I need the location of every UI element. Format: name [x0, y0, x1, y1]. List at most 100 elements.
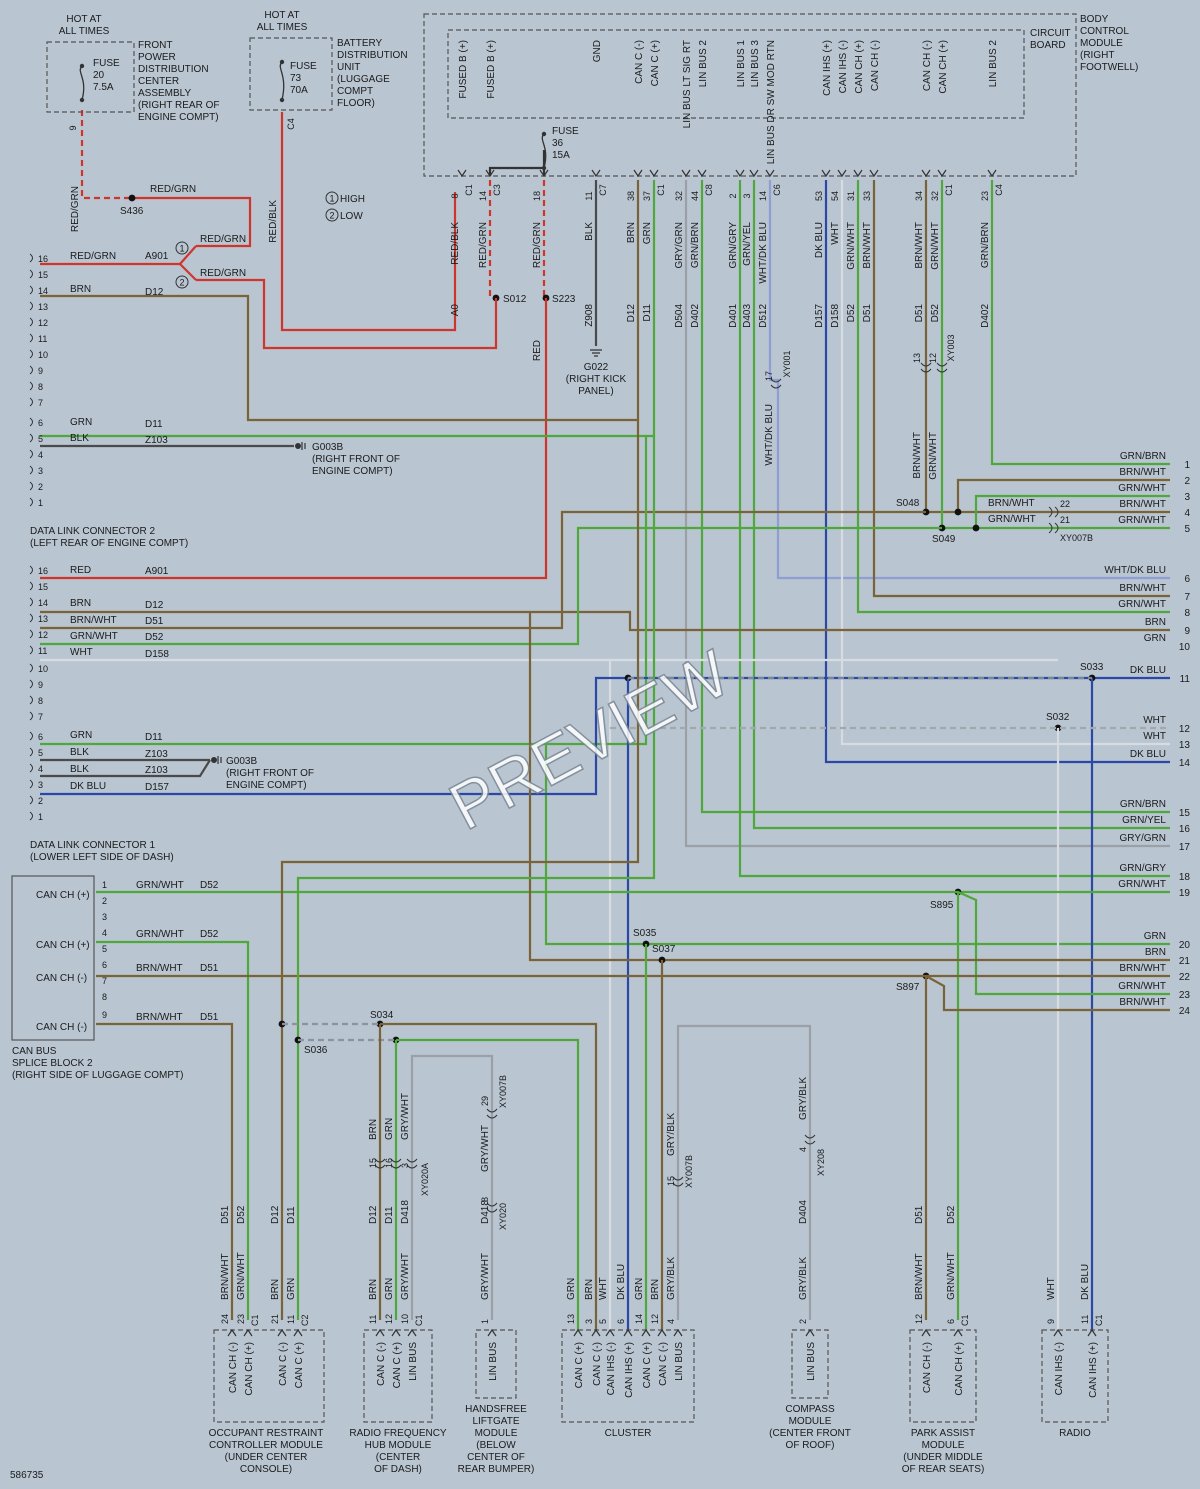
wire-brn-cluster3 [380, 1022, 598, 1330]
wire-grn-cluster13 [396, 1038, 580, 1330]
fuse-73-label: FUSE [290, 61, 317, 72]
circuit-id: Z103 [145, 749, 168, 760]
wire-color-label: BRN/WHT [70, 615, 117, 626]
pin-number: 8 [480, 1197, 490, 1202]
circuit-id: D52 [200, 929, 219, 940]
module-connector-id: C1 [250, 1314, 260, 1326]
wire-color-label: WHT/DK BLU [764, 404, 775, 466]
module-pin-label: CAN C (+) [392, 1342, 403, 1388]
pin-number: 16 [384, 1158, 394, 1168]
connector-pin-icon [29, 285, 33, 295]
module-pin-label: CAN IHS (-) [606, 1342, 617, 1395]
ref-wire-color: BRN/WHT [1119, 997, 1166, 1008]
wire-color-label: GRY/WHT [400, 1093, 411, 1140]
splice-block-label: CAN CH (-) [36, 973, 87, 984]
handsfree-liftgate-module-title: CENTER OF [467, 1452, 525, 1463]
bcm-pin-number: 18 [532, 191, 542, 201]
ref-number: 14 [1179, 758, 1191, 769]
bcm-wire-color: BRN/WHT [862, 222, 873, 269]
splice-block-title: (RIGHT SIDE OF LUGGAGE COMPT) [12, 1070, 184, 1081]
wire-grn-yel-d403 [752, 180, 1170, 830]
pin-arrow-icon [681, 169, 691, 178]
ref-wire-color: WHT [1143, 715, 1166, 726]
pin-number: 15 [666, 1176, 676, 1186]
fuse-73-label: 73 [290, 73, 302, 84]
wire-dlc2-select-2 [179, 263, 197, 281]
wire-dlc1-6 [40, 742, 1170, 946]
dlc2-pin-number: 16 [38, 254, 48, 264]
connector-pin-icon [29, 269, 33, 279]
wire-brn-orc [280, 420, 640, 1320]
pin-number: 15 [368, 1158, 378, 1168]
circuit-id: D157 [145, 782, 169, 793]
wire-color-label: WHT [70, 647, 93, 658]
fpdc-label: POWER [138, 52, 176, 63]
connector-pin-icon [29, 433, 33, 443]
bcm-pin-number: 2 [728, 193, 738, 198]
handsfree-liftgate-module-title: HANDSFREE [465, 1404, 527, 1415]
connector-pin-icon [29, 301, 33, 311]
module-pin-number: 12 [384, 1314, 394, 1324]
wire-d11-link [546, 436, 648, 746]
front-power-distribution-center-box [46, 41, 135, 113]
wire-color-label: RED [70, 565, 91, 576]
wire-dlc1-13 [40, 510, 926, 630]
handsfree-liftgate-module-title: (BELOW [476, 1440, 516, 1451]
wire-dlc2-select-1 [179, 245, 197, 265]
wire-red-grn-s012 [196, 278, 498, 350]
fuse-terminal-icon [541, 131, 547, 137]
dlc1-pin-number: 13 [38, 614, 48, 624]
ref-number: 11 [1180, 674, 1191, 685]
ref-number: 17 [1179, 842, 1191, 853]
connector-pin-icon [29, 811, 33, 821]
s436-label: S436 [120, 206, 144, 217]
bcm-pin-number: 44 [690, 191, 700, 201]
ref-wire-color: GRN [1144, 931, 1166, 942]
fuse-36-label: FUSE [552, 126, 579, 137]
g022-label: (RIGHT KICK [566, 374, 627, 385]
xy020-connector-icon [486, 1202, 498, 1213]
fuse-20-label: FUSE [93, 58, 120, 69]
connector-id: C4 [286, 118, 296, 130]
connector-pin-icon [29, 333, 33, 343]
radio-frequency-hub-module [363, 1329, 433, 1423]
ref-number: 21 [1179, 956, 1191, 967]
ref-wire-color: GRN/WHT [1118, 515, 1166, 526]
connector-pin-icon [29, 365, 33, 375]
fpdc-label: (RIGHT REAR OF [138, 100, 219, 111]
bcm-connector-id: C4 [994, 184, 1004, 196]
pin-arrow-icon [853, 169, 863, 178]
splice-block-label: CAN CH (-) [36, 1022, 87, 1033]
module-pin-label: CAN IHS (-) [1054, 1342, 1065, 1395]
fuse-36-label: 36 [552, 138, 564, 149]
bcm-pin-label: LIN BUS 3 [750, 40, 761, 88]
fpdc-label: DISTRIBUTION [138, 64, 209, 75]
module-pin-label: CAN CH (+) [244, 1342, 255, 1396]
module-pin-label: CAN IHS (+) [624, 1342, 635, 1398]
ref-number: 12 [1179, 724, 1191, 735]
bcm-pin-label: CAN CH (-) [870, 40, 881, 91]
bcm-connector-id: C6 [772, 184, 782, 196]
g003b-label: ENGINE COMPT) [312, 466, 393, 477]
dlc2-pin-number: 6 [38, 418, 43, 428]
bcm-circuit-id: Z908 [584, 304, 595, 327]
ref-number: 2 [1184, 476, 1190, 487]
module-pin-label: CAN C (-) [592, 1342, 603, 1386]
pin-number: 13 [912, 353, 922, 363]
splice-block-pin: 8 [102, 992, 107, 1002]
dlc2-pin-number: 13 [38, 302, 48, 312]
pin-arrow-icon [457, 169, 467, 178]
ref-number: 24 [1179, 1006, 1191, 1017]
g022-ground-icon [590, 349, 602, 357]
dlc2-pin-number: 12 [38, 318, 48, 328]
ref-wire-color: GRN/WHT [1118, 599, 1166, 610]
pin-number: 21 [1060, 515, 1070, 525]
circuit-id: D11 [145, 419, 163, 430]
module-connector-id: C2 [300, 1314, 310, 1326]
module-pin-number: 6 [616, 1319, 626, 1324]
body-control-module-box [423, 13, 1077, 177]
module-circuit-id: D51 [220, 1205, 231, 1224]
ref-number: 23 [1179, 990, 1191, 1001]
xy007b-connector-icon [672, 1176, 684, 1187]
dlc2-pin-number: 7 [38, 398, 43, 408]
